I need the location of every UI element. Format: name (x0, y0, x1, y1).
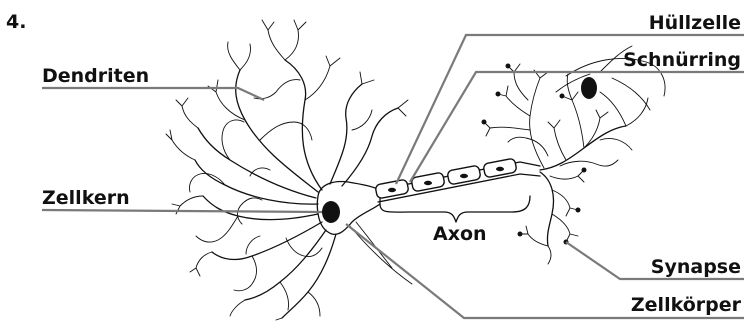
label-huellzelle: Hüllzelle (649, 12, 741, 34)
label-zellkoerper: Zellkörper (631, 294, 742, 316)
axon (375, 158, 540, 202)
label-synapse: Synapse (651, 256, 741, 278)
label-zellkern: Zellkern (42, 187, 130, 209)
label-schnuerring: Schnürring (623, 49, 741, 71)
label-axon: Axon (433, 223, 487, 245)
label-dendriten: Dendriten (42, 65, 149, 87)
figure-number: 4. (6, 11, 26, 33)
target-nucleus (581, 77, 597, 99)
axon-terminals (482, 46, 651, 264)
neuron-illustration (166, 20, 665, 320)
cell-nucleus (322, 201, 340, 223)
dendrites (166, 20, 408, 320)
axon-bracket (380, 196, 530, 222)
